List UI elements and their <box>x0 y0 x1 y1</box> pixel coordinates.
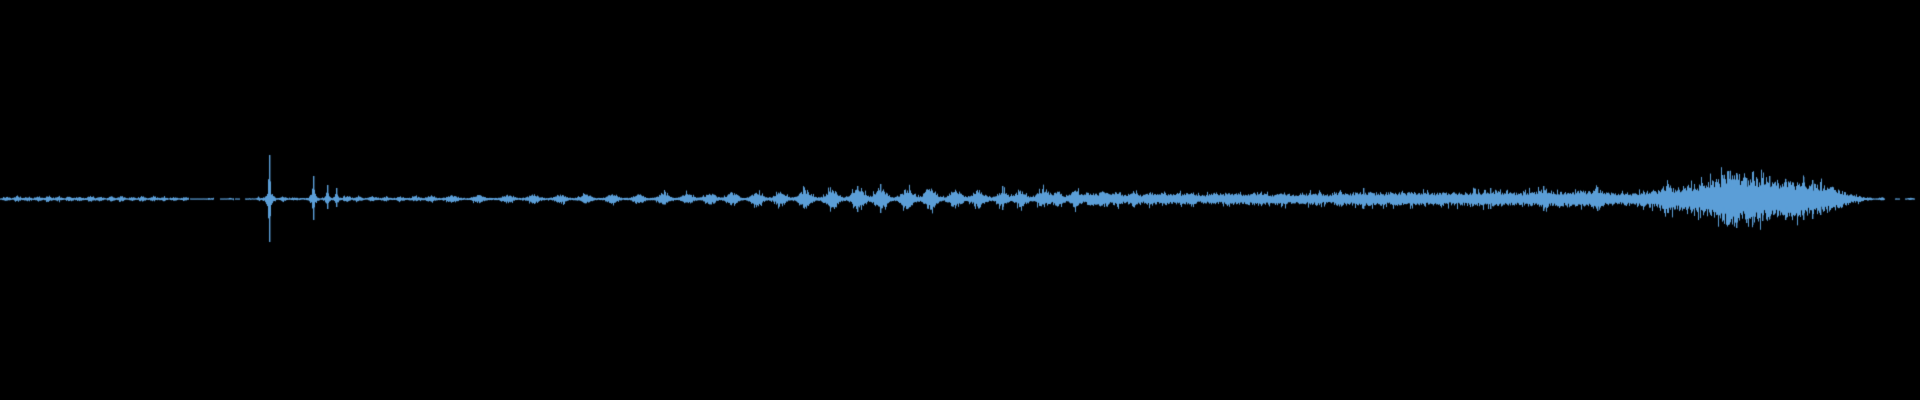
waveform-stage <box>0 0 1920 400</box>
audio-waveform-canvas[interactable] <box>0 0 1920 400</box>
